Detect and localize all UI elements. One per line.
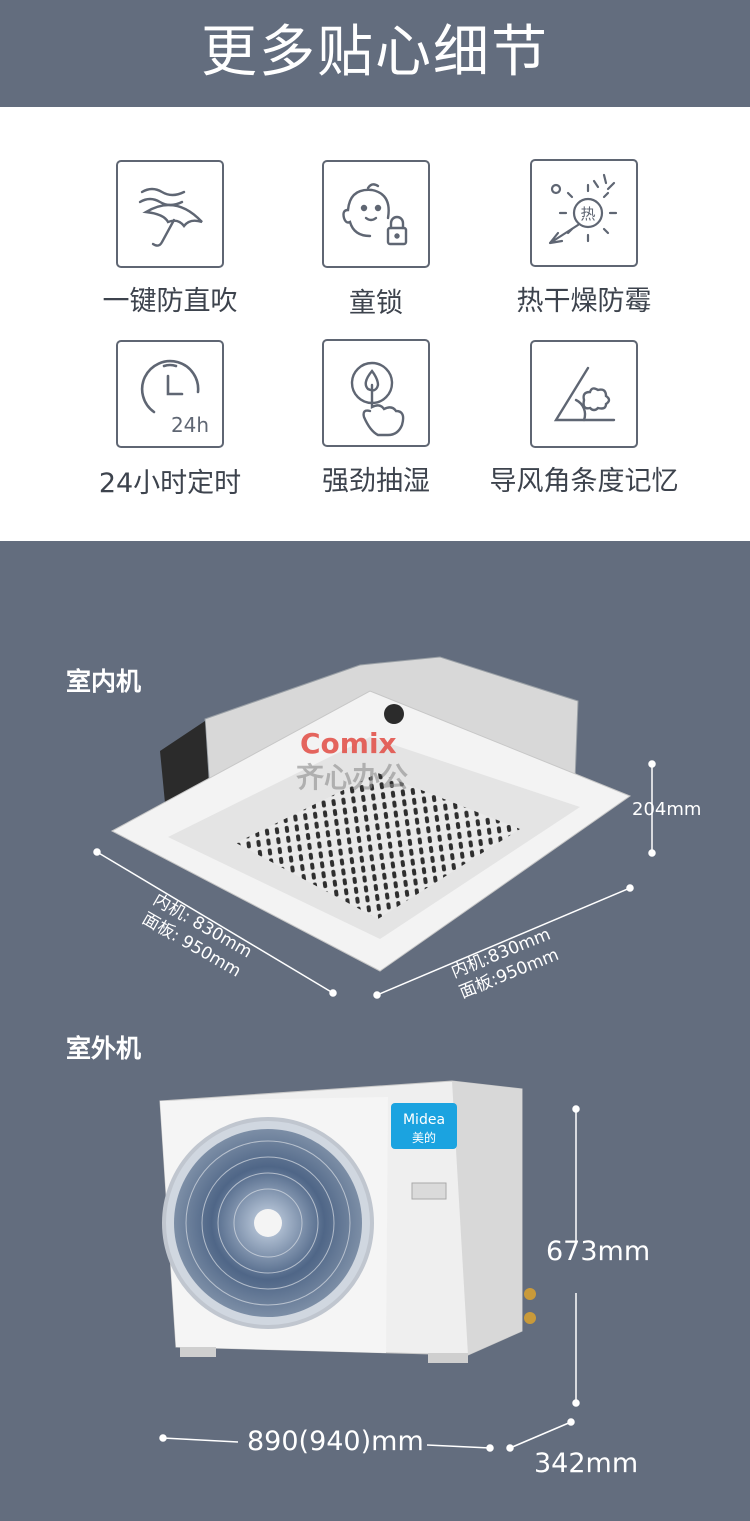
feature-heat-dry: 热 热干燥防霉	[464, 159, 704, 319]
outdoor-unit-image: Midea 美的	[159, 1080, 536, 1363]
baby-lock-icon	[322, 160, 430, 268]
header-banner: 更多贴心细节	[0, 0, 750, 107]
angle-brain-icon	[530, 340, 638, 448]
heat-badge: 热	[580, 205, 595, 223]
hand-drop-icon	[322, 339, 430, 447]
outdoor-width-label: 890(940)mm	[247, 1426, 424, 1457]
feature-label: 导风角条度记忆	[489, 466, 679, 497]
outdoor-depth-label: 342mm	[534, 1448, 639, 1479]
feature-louver-memory: 导风角条度记忆	[464, 339, 704, 499]
timer-badge: 24h	[171, 413, 209, 437]
units-illustration: Comix 齐心办公 Midea 美的	[93, 656, 656, 1452]
midea-logo: Midea	[403, 1112, 445, 1128]
feature-label: 强劲抽湿	[322, 466, 430, 497]
feature-label: 一键防直吹	[102, 286, 238, 317]
feature-label: 童锁	[349, 288, 403, 319]
indoor-unit-title: 室内机	[66, 667, 142, 696]
watermark-text: 齐心办公	[296, 761, 408, 794]
feature-dehumidify: 强劲抽湿	[256, 339, 496, 499]
page-title: 更多贴心细节	[201, 20, 549, 85]
feature-24h-timer: 24h 24小时定时	[50, 339, 290, 499]
feature-label: 热干燥防霉	[516, 286, 652, 317]
clock-timer-icon: 24h	[116, 340, 224, 448]
outdoor-unit-title: 室外机	[66, 1034, 142, 1063]
watermark-brand: Comix	[300, 727, 397, 760]
feature-child-lock: 童锁	[256, 159, 496, 319]
dimensions-section: Comix 齐心办公 Midea 美的	[0, 541, 750, 1521]
umbrella-wind-icon	[116, 160, 224, 268]
indoor-height-label: 204mm	[632, 799, 702, 820]
features-grid: 一键防直吹 童锁 热	[0, 107, 750, 541]
outdoor-height-label: 673mm	[546, 1236, 651, 1267]
feature-anti-direct-blow: 一键防直吹	[50, 159, 290, 319]
midea-logo-cn: 美的	[412, 1130, 436, 1145]
feature-label: 24小时定时	[98, 468, 242, 499]
heat-dry-icon: 热	[530, 159, 638, 267]
indoor-unit-image: Comix 齐心办公	[110, 656, 632, 972]
